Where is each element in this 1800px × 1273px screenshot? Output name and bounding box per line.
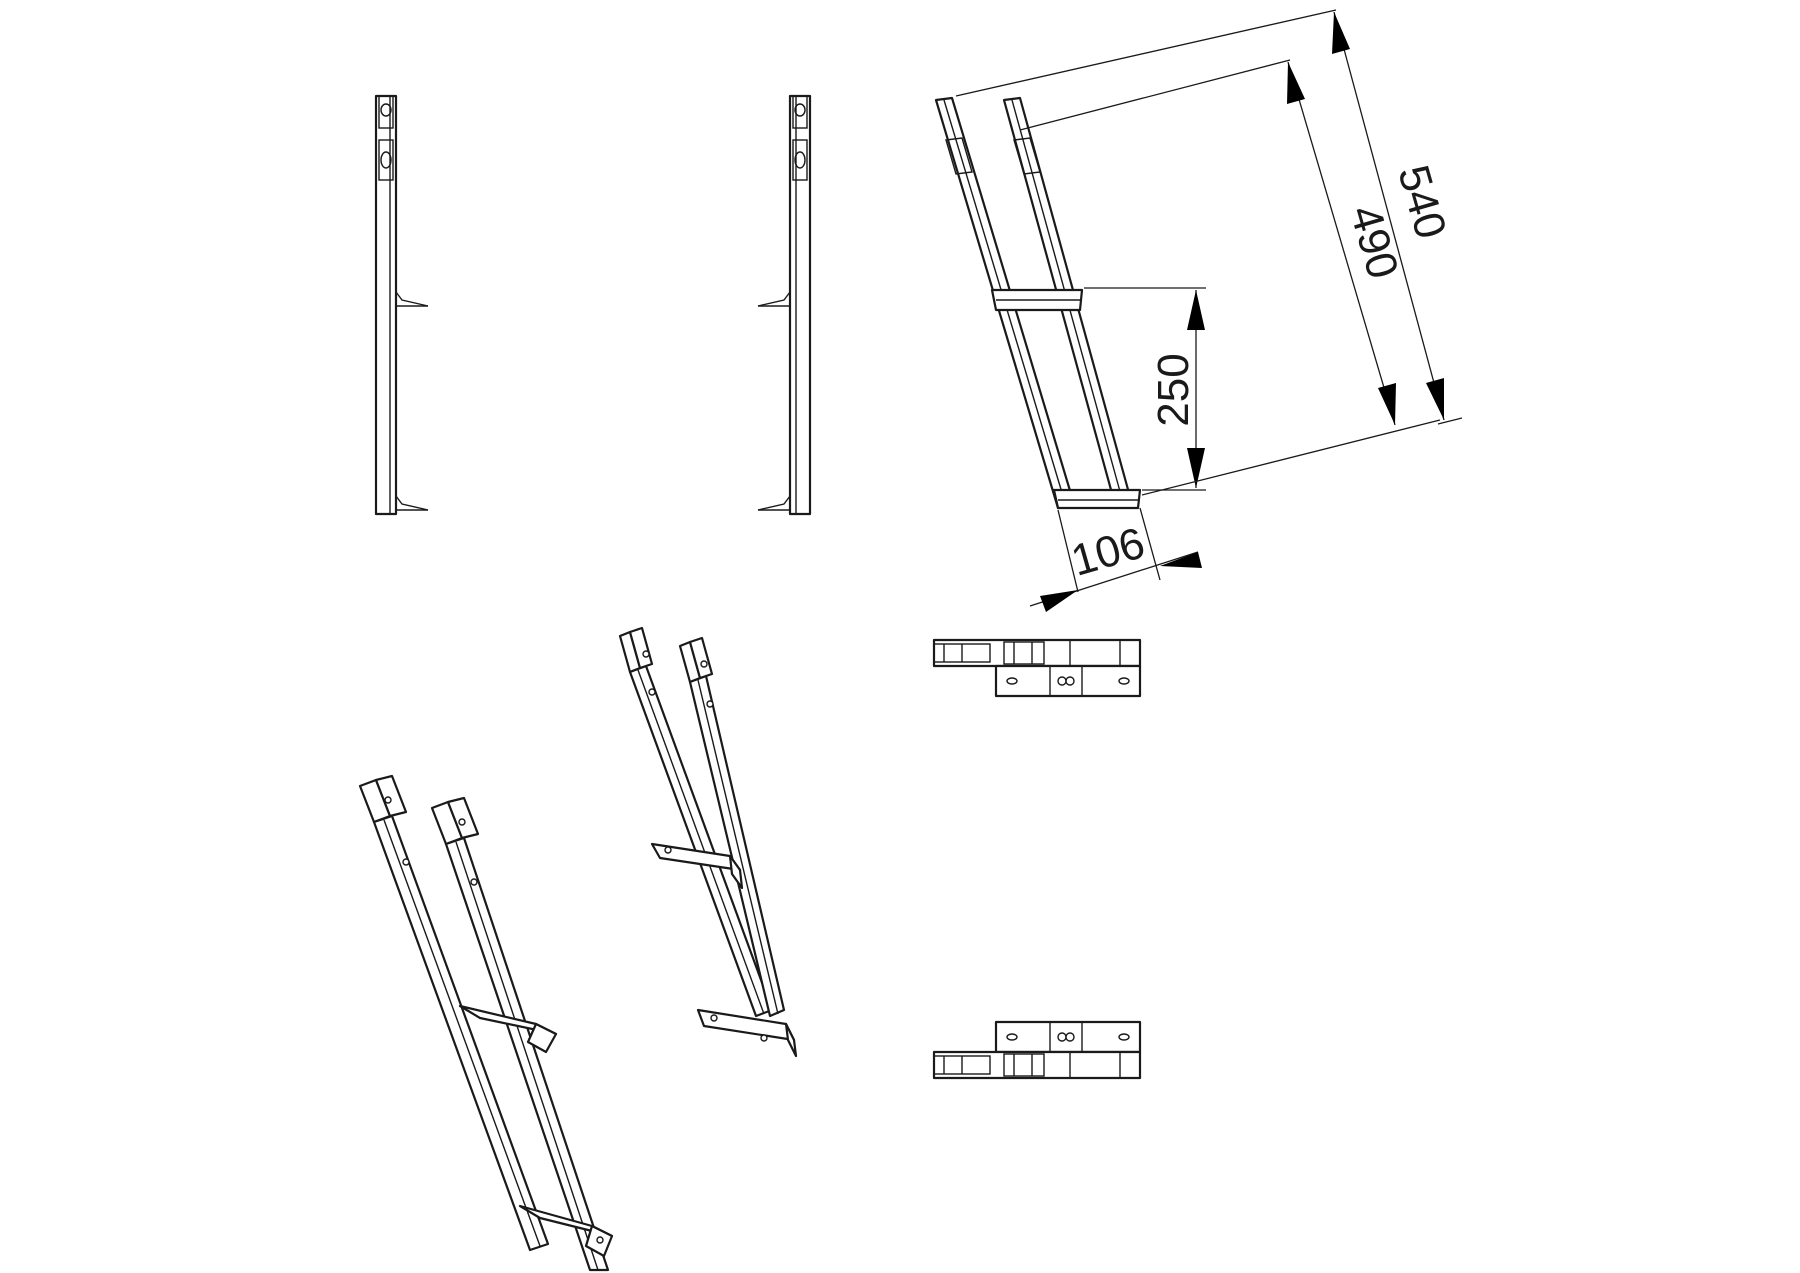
dim-250-label: 250 <box>1149 353 1198 426</box>
side-view-right <box>757 94 812 516</box>
dim-540-label: 540 <box>1388 160 1455 244</box>
lower-bracket <box>1052 488 1142 510</box>
dim-106-label: 106 <box>1066 518 1150 585</box>
bottom-view <box>932 1020 1142 1080</box>
isometric-view-rear <box>618 626 798 1058</box>
side-view-left <box>374 94 429 516</box>
top-view <box>932 638 1142 698</box>
isometric-view-front <box>358 774 614 1272</box>
front-dimensioned-view: 250 490 540 106 <box>934 9 1463 612</box>
